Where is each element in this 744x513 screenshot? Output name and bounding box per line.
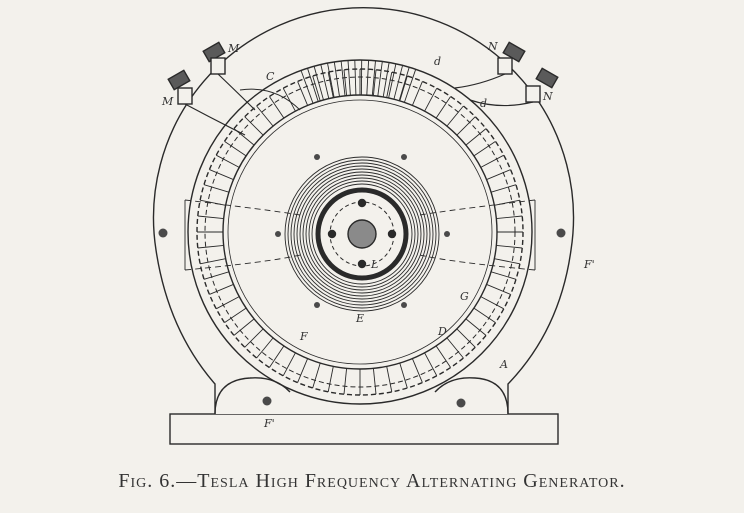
label-N-top: N — [487, 40, 498, 53]
label-E: E — [355, 312, 364, 325]
terminal-N-top — [497, 41, 526, 75]
hub-ring — [315, 187, 409, 281]
label-d-top: d — [434, 55, 441, 68]
field-coil — [284, 156, 440, 312]
label-A: A — [499, 358, 508, 371]
figure-caption: Fig. 6.—Tesla High Frequency Alternating… — [118, 470, 626, 492]
generator-frame — [152, 7, 575, 414]
terminal-M-top — [202, 41, 226, 75]
armature-outer-ring — [187, 59, 533, 405]
label-F-prime-right: F' — [583, 258, 595, 271]
right-foot — [434, 377, 509, 415]
label-M-left: M — [161, 95, 174, 108]
label-D: D — [437, 325, 447, 338]
label-M-top: M — [227, 42, 240, 55]
label-d-right: d — [480, 97, 487, 110]
label-N-right: N — [542, 90, 553, 103]
terminal-N-right — [525, 67, 559, 103]
label-L: L — [370, 258, 378, 271]
terminal-M-left — [167, 69, 193, 105]
label-G: G — [460, 290, 469, 303]
base-plate — [169, 413, 559, 445]
label-C: C — [266, 70, 275, 83]
label-F: F — [299, 330, 308, 343]
bolts — [158, 154, 566, 408]
label-F-prime-bottom: F' — [263, 417, 275, 430]
shaft — [347, 219, 377, 249]
pole-windings — [197, 59, 523, 395]
